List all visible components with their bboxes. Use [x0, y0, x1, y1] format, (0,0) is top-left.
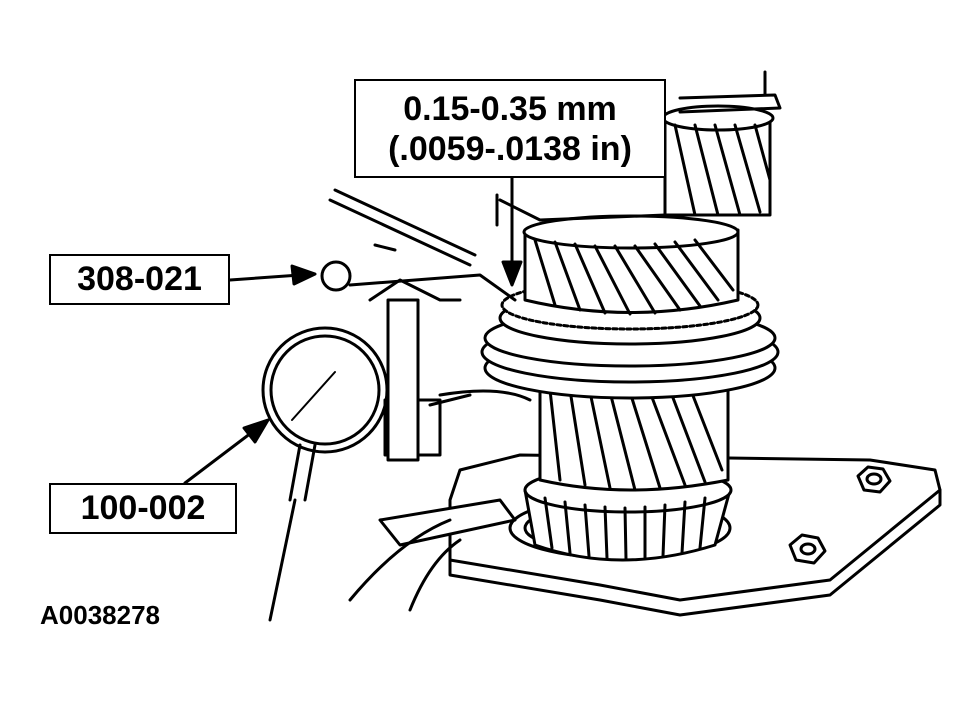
clearance-spec-callout: 0.15-0.35 mm (.0059-.0138 in)	[354, 79, 666, 178]
tool-label-holder: 308-021	[49, 254, 230, 305]
lower-helical-gear	[538, 378, 730, 492]
dial-indicator	[261, 326, 532, 622]
middle-helical-gear	[522, 214, 740, 316]
leader-arrows	[183, 176, 523, 485]
figure-id: A0038278	[40, 600, 160, 630]
indicator-holder	[320, 188, 517, 612]
tool-number-holder: 308-021	[77, 260, 202, 298]
tool-number-indicator: 100-002	[80, 489, 206, 527]
tool-label-indicator: 100-002	[49, 483, 237, 534]
upper-helical-gear	[495, 70, 782, 227]
spec-imperial: (.0059-.0138 in)	[388, 129, 632, 168]
hex-nut-right	[856, 465, 892, 494]
hex-nut-bottom	[788, 533, 827, 565]
spec-metric: 0.15-0.35 mm	[403, 89, 617, 128]
